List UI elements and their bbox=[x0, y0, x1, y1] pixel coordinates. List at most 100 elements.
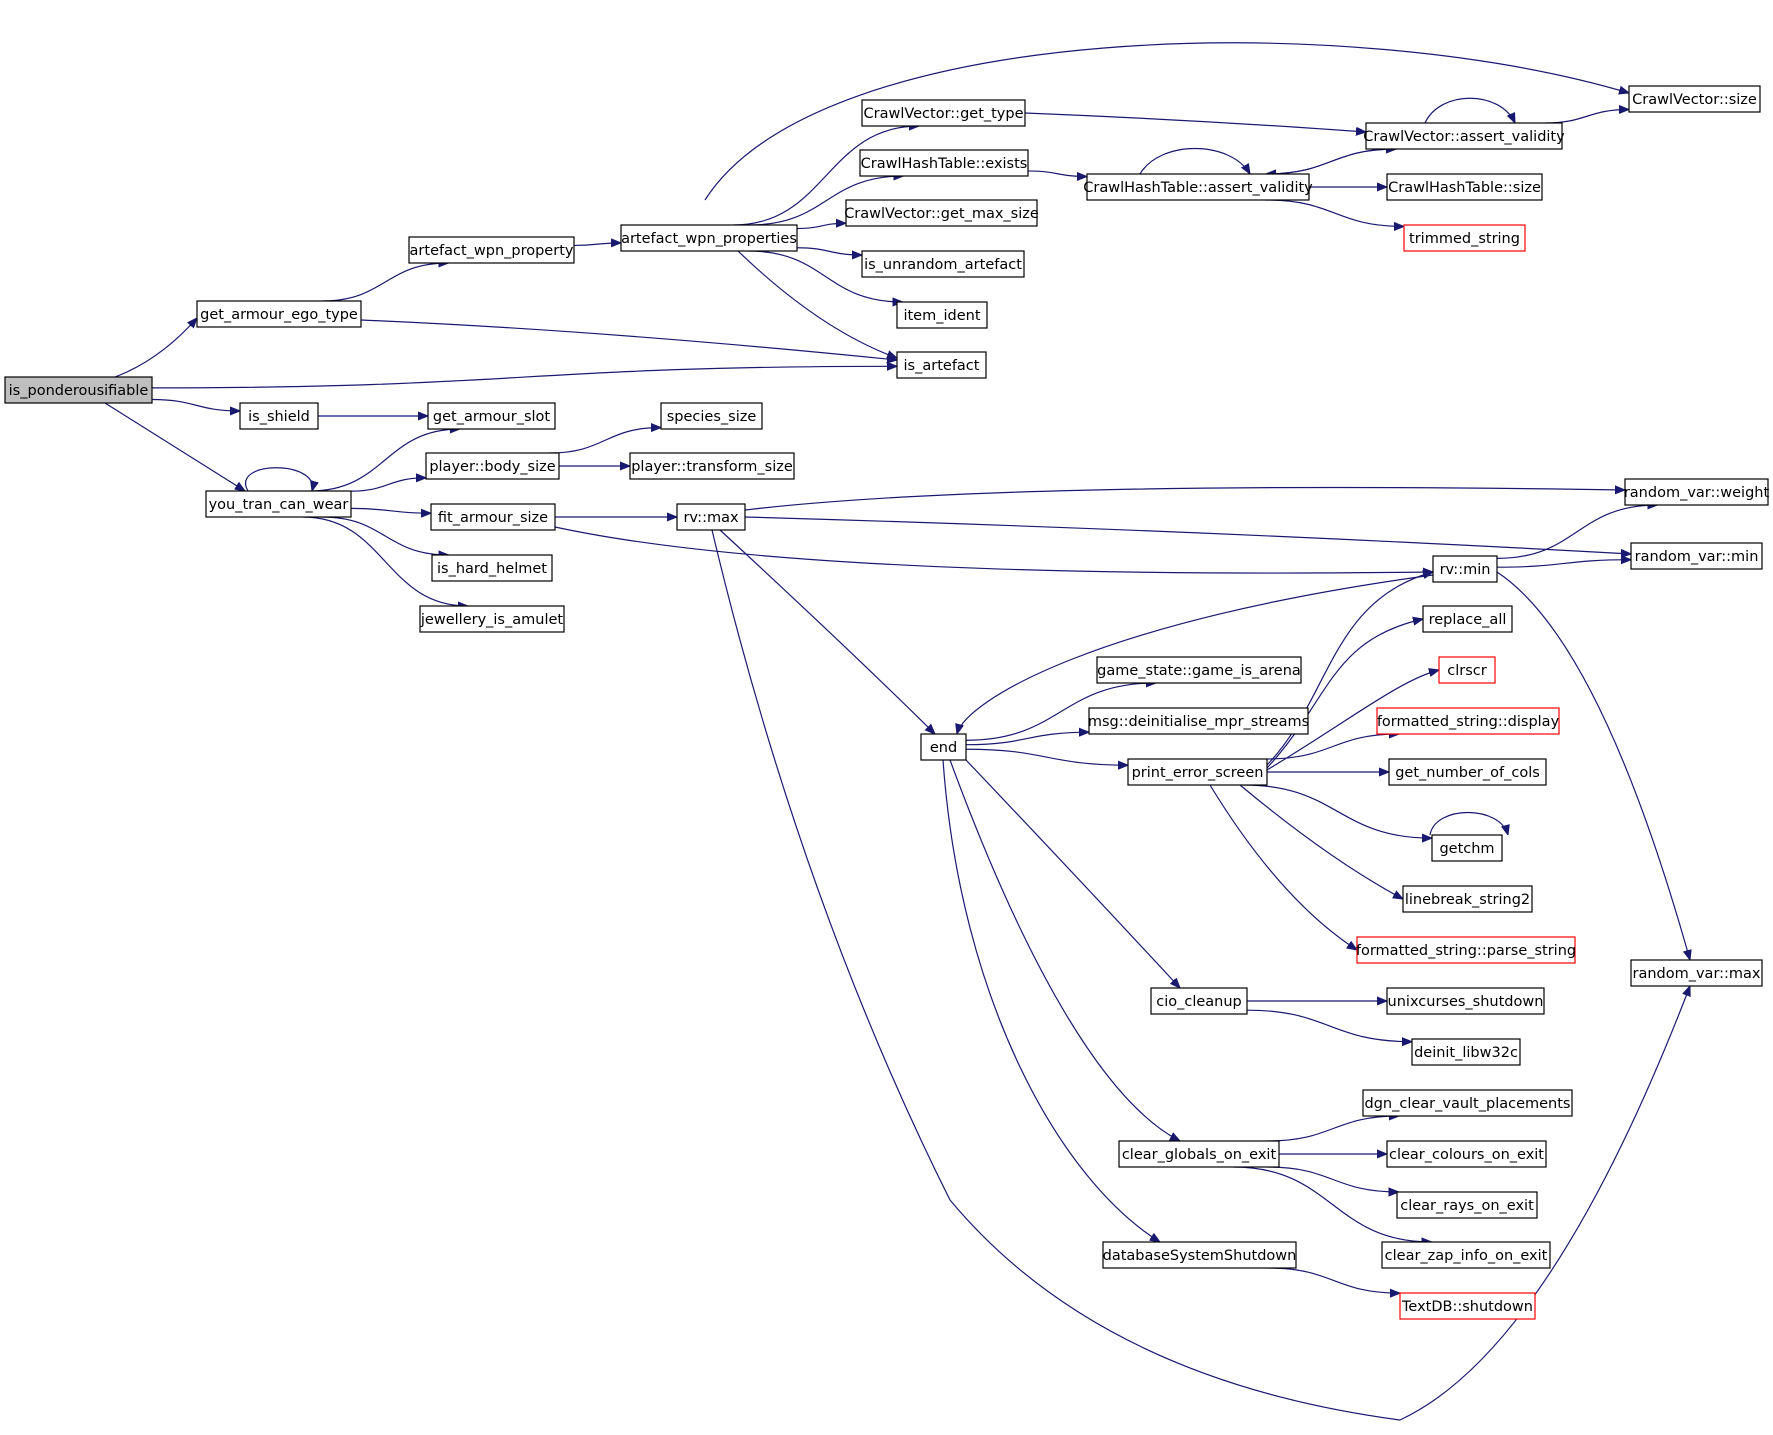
node-is_artefact[interactable]: is_artefact bbox=[896, 351, 987, 379]
node-box-cio_cleanup[interactable] bbox=[1150, 987, 1248, 1015]
node-clear_colours_on_exit[interactable]: clear_colours_on_exit bbox=[1386, 1140, 1547, 1168]
node-player_transform_size[interactable]: player::transform_size bbox=[629, 452, 795, 480]
node-you_tran_can_wear[interactable]: you_tran_can_wear bbox=[205, 490, 352, 518]
node-box-is_unrandom_artefact[interactable] bbox=[861, 250, 1025, 278]
node-box-fs_display[interactable] bbox=[1376, 707, 1560, 735]
node-box-is_ponderousifiable[interactable] bbox=[4, 376, 153, 404]
node-get_armour_ego_type[interactable]: get_armour_ego_type bbox=[196, 300, 362, 328]
node-clear_rays_on_exit[interactable]: clear_rays_on_exit bbox=[1396, 1191, 1538, 1219]
node-game_is_arena[interactable]: game_state::game_is_arena bbox=[1096, 656, 1302, 684]
node-box-artefact_wpn_property[interactable] bbox=[408, 236, 575, 264]
node-box-cht_exists[interactable] bbox=[859, 149, 1029, 177]
node-box-getchm[interactable] bbox=[1431, 834, 1503, 862]
node-box-game_is_arena[interactable] bbox=[1096, 656, 1302, 684]
node-end[interactable]: end bbox=[920, 733, 967, 761]
node-artefact_wpn_property[interactable]: artefact_wpn_property bbox=[408, 236, 575, 264]
node-cht_exists[interactable]: CrawlHashTable::exists bbox=[859, 149, 1029, 177]
node-clrscr[interactable]: clrscr bbox=[1438, 656, 1496, 684]
node-trimmed_string[interactable]: trimmed_string bbox=[1403, 224, 1526, 252]
node-textdb_shutdown[interactable]: TextDB::shutdown bbox=[1399, 1292, 1536, 1320]
node-is_unrandom_artefact[interactable]: is_unrandom_artefact bbox=[861, 250, 1025, 278]
node-box-textdb_shutdown[interactable] bbox=[1399, 1292, 1536, 1320]
node-random_var_min[interactable]: random_var::min bbox=[1630, 542, 1763, 570]
node-box-get_armour_ego_type[interactable] bbox=[196, 300, 362, 328]
node-rv_max[interactable]: rv::max bbox=[676, 503, 746, 531]
node-item_ident[interactable]: item_ident bbox=[896, 301, 988, 329]
node-get_number_of_cols[interactable]: get_number_of_cols bbox=[1388, 758, 1547, 786]
node-cv_assert_validity[interactable]: CrawlVector::assert_validity bbox=[1363, 122, 1565, 150]
node-box-clear_colours_on_exit[interactable] bbox=[1386, 1140, 1547, 1168]
node-is_hard_helmet[interactable]: is_hard_helmet bbox=[431, 554, 553, 582]
node-clear_zap_info_on_exit[interactable]: clear_zap_info_on_exit bbox=[1381, 1241, 1551, 1269]
node-box-print_error_screen[interactable] bbox=[1127, 758, 1268, 786]
node-box-cv_assert_validity[interactable] bbox=[1365, 122, 1563, 150]
node-box-clear_rays_on_exit[interactable] bbox=[1396, 1191, 1538, 1219]
node-box-species_size[interactable] bbox=[660, 402, 763, 430]
node-box-you_tran_can_wear[interactable] bbox=[205, 490, 352, 518]
node-box-get_number_of_cols[interactable] bbox=[1388, 758, 1547, 786]
node-box-player_transform_size[interactable] bbox=[629, 452, 795, 480]
node-box-is_shield[interactable] bbox=[239, 402, 319, 430]
node-cv_size[interactable]: CrawlVector::size bbox=[1628, 85, 1761, 113]
node-box-clear_globals_on_exit[interactable] bbox=[1118, 1140, 1280, 1168]
node-fs_display[interactable]: formatted_string::display bbox=[1376, 707, 1560, 735]
node-clear_globals_on_exit[interactable]: clear_globals_on_exit bbox=[1118, 1140, 1280, 1168]
node-box-get_armour_slot[interactable] bbox=[427, 402, 556, 430]
node-box-cv_size[interactable] bbox=[1628, 85, 1761, 113]
node-linebreak_string2[interactable]: linebreak_string2 bbox=[1402, 885, 1533, 913]
node-box-cht_assert_validity[interactable] bbox=[1086, 173, 1310, 201]
node-box-artefact_wpn_properties[interactable] bbox=[620, 224, 798, 252]
node-box-is_hard_helmet[interactable] bbox=[431, 554, 553, 582]
node-jewellery_is_amulet[interactable]: jewellery_is_amulet bbox=[419, 605, 565, 633]
node-cv_get_type[interactable]: CrawlVector::get_type bbox=[861, 99, 1026, 127]
node-fs_parse_string[interactable]: formatted_string::parse_string bbox=[1356, 936, 1576, 964]
node-box-fs_parse_string[interactable] bbox=[1356, 936, 1576, 964]
node-cht_assert_validity[interactable]: CrawlHashTable::assert_validity bbox=[1083, 173, 1313, 201]
node-box-cht_size[interactable] bbox=[1386, 173, 1543, 201]
node-box-unixcurses_shutdown[interactable] bbox=[1386, 987, 1545, 1015]
node-replace_all[interactable]: replace_all bbox=[1422, 605, 1513, 633]
node-getchm[interactable]: getchm bbox=[1431, 834, 1503, 862]
node-box-deinit_libw32c[interactable] bbox=[1411, 1038, 1521, 1066]
node-box-linebreak_string2[interactable] bbox=[1402, 885, 1533, 913]
node-box-is_artefact[interactable] bbox=[896, 351, 987, 379]
node-print_error_screen[interactable]: print_error_screen bbox=[1127, 758, 1268, 786]
node-random_var_max[interactable]: random_var::max bbox=[1630, 959, 1763, 987]
node-box-item_ident[interactable] bbox=[896, 301, 988, 329]
node-box-random_var_weight[interactable] bbox=[1624, 478, 1769, 506]
node-box-clrscr[interactable] bbox=[1438, 656, 1496, 684]
node-dgn_clear_vault_placements[interactable]: dgn_clear_vault_placements bbox=[1362, 1089, 1573, 1117]
node-player_body_size[interactable]: player::body_size bbox=[425, 452, 560, 480]
node-box-msg_deinit[interactable] bbox=[1088, 707, 1309, 735]
node-box-replace_all[interactable] bbox=[1422, 605, 1513, 633]
node-box-fit_armour_size[interactable] bbox=[430, 503, 556, 531]
node-msg_deinit[interactable]: msg::deinitialise_mpr_streams bbox=[1088, 707, 1309, 735]
node-get_armour_slot[interactable]: get_armour_slot bbox=[427, 402, 556, 430]
node-box-trimmed_string[interactable] bbox=[1403, 224, 1526, 252]
node-unixcurses_shutdown[interactable]: unixcurses_shutdown bbox=[1386, 987, 1545, 1015]
node-box-rv_min[interactable] bbox=[1432, 555, 1498, 583]
node-box-cv_get_max_size[interactable] bbox=[845, 199, 1038, 227]
node-rv_min[interactable]: rv::min bbox=[1432, 555, 1498, 583]
node-is_shield[interactable]: is_shield bbox=[239, 402, 319, 430]
node-box-rv_max[interactable] bbox=[676, 503, 746, 531]
node-box-random_var_max[interactable] bbox=[1630, 959, 1763, 987]
node-box-databaseSystemShutdown[interactable] bbox=[1102, 1241, 1297, 1269]
node-box-clear_zap_info_on_exit[interactable] bbox=[1381, 1241, 1551, 1269]
node-box-jewellery_is_amulet[interactable] bbox=[419, 605, 565, 633]
node-fit_armour_size[interactable]: fit_armour_size bbox=[430, 503, 556, 531]
node-box-dgn_clear_vault_placements[interactable] bbox=[1362, 1089, 1573, 1117]
node-databaseSystemShutdown[interactable]: databaseSystemShutdown bbox=[1102, 1241, 1297, 1269]
node-box-player_body_size[interactable] bbox=[425, 452, 560, 480]
node-box-end[interactable] bbox=[920, 733, 967, 761]
node-random_var_weight[interactable]: random_var::weight bbox=[1624, 478, 1770, 506]
node-artefact_wpn_properties[interactable]: artefact_wpn_properties bbox=[620, 224, 798, 252]
node-species_size[interactable]: species_size bbox=[660, 402, 763, 430]
node-deinit_libw32c[interactable]: deinit_libw32c bbox=[1411, 1038, 1521, 1066]
node-is_ponderousifiable[interactable]: is_ponderousifiable bbox=[4, 376, 153, 404]
node-cv_get_max_size[interactable]: CrawlVector::get_max_size bbox=[844, 199, 1039, 227]
node-box-random_var_min[interactable] bbox=[1630, 542, 1763, 570]
node-cio_cleanup[interactable]: cio_cleanup bbox=[1150, 987, 1248, 1015]
node-cht_size[interactable]: CrawlHashTable::size bbox=[1386, 173, 1543, 201]
node-box-cv_get_type[interactable] bbox=[861, 99, 1026, 127]
